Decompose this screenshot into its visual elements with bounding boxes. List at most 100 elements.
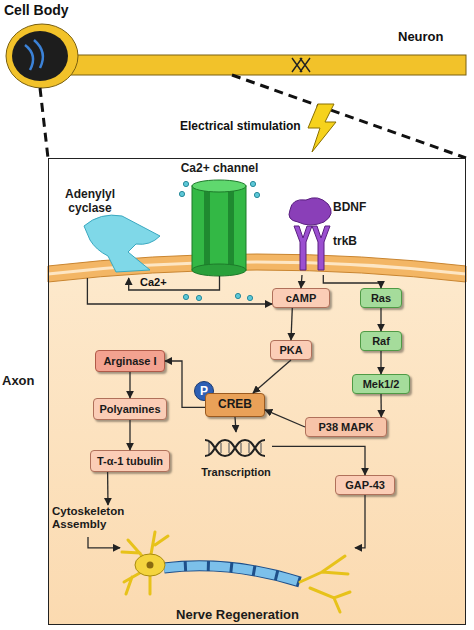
axon-inset: AxonAdenylyl cyclaseCa2+ channelBDNFtrkB… [48,158,466,625]
process-box: Raf [360,331,402,351]
calcium-ions [250,181,255,186]
bdnf-trkb-shape [289,198,331,270]
neuron-overview [34,40,43,68]
node-text: P38 MAPK [318,421,373,433]
calcium-channel-shape [192,180,246,276]
regenerating-neuron [147,562,154,569]
label-text: Cell Body [4,2,69,18]
node-text: GAP-43 [345,479,385,491]
neuron-overview [6,24,78,88]
process-box: T-α-1 tubulin [90,450,170,472]
calcium-ions [179,191,184,196]
arrow-connector [265,410,305,427]
label-text: Neuron [398,30,444,45]
calcium-ions [235,293,240,298]
arrow-connector [253,360,291,393]
node-text: Cytoskeleton Assembly [52,505,134,531]
bdnf-trkb-shape [294,226,312,270]
arrow-connector [88,537,120,548]
node-text: Axon [2,374,35,389]
arrow-connector [380,308,381,331]
arrow-connector [165,361,205,407]
calcium-ions [183,181,188,186]
process-box: Polyamines [93,398,167,420]
label-text: Ca2+ [140,276,167,289]
node-text: cAMP [286,292,317,304]
channel-node: Ca2+ channel [172,160,267,276]
calcium-ions [179,181,259,300]
node-text: Adenylyl cyclase [54,188,126,216]
calcium-channel-shape [228,190,234,270]
arrow-connector [272,446,365,475]
calcium-ions [254,192,259,197]
neuron-overview [70,55,466,75]
calcium-channel-shape [204,190,210,270]
node-text: Arginase I [103,355,156,367]
node-text: CREB [218,398,252,411]
calcium-ions [196,295,201,300]
node-text: PKA [279,344,302,356]
neuron-overview [12,31,68,81]
adenylyl-cyclase-shape [84,215,160,272]
node-text: Nerve Regeneration [120,608,355,623]
arrow-connector [235,417,236,432]
neuron-node: Nerve Regeneration [120,522,355,625]
node-text: Ca2+ channel [172,162,267,176]
regenerating-neuron [300,556,350,612]
process-box: Mek1/2 [352,374,410,394]
node-text: T-α-1 tubulin [97,455,163,467]
zoom-dashes [40,88,48,158]
arrow-connector [301,275,302,288]
neuron-overview [6,24,466,88]
arrow-connector [129,276,220,290]
regenerating-neuron [122,532,168,594]
node-text: Raf [372,335,390,347]
arrow-connector [323,275,381,288]
node-text: Mek1/2 [363,378,400,390]
axon-inset-background [48,158,466,625]
arrow-connector [87,278,272,304]
arrow-connector [107,472,109,505]
receptor-node: BDNF trkB [285,195,370,275]
process-box: Arginase I [95,350,165,372]
calcium-ions [247,295,252,300]
node-text: BDNF [333,201,366,215]
axon-inset-background [48,268,466,625]
calcium-channel-shape [192,186,246,270]
dna-node: Transcription [200,432,272,480]
arrow-connector [291,308,292,340]
label-text: Electrical stimulation [180,120,301,134]
bdnf-trkb-shape [312,226,330,270]
regenerating-neuron [122,532,350,612]
node-text: trkB [333,235,357,249]
arrow-connector [355,495,365,548]
regenerating-neuron [164,566,300,582]
dna-helix [205,440,265,456]
node-text: Transcription [194,466,278,479]
calcium-ions [183,294,188,299]
dna-helix [205,440,265,456]
dna-helix [205,440,265,456]
neuron-overview [292,58,310,72]
calcium-channel-shape [192,180,246,192]
lightning-bolt [308,104,336,152]
zoom-dashes [232,75,466,158]
zoom-dashes [40,75,466,158]
node-text: Ras [371,292,391,304]
process-box: PKA [270,340,312,360]
process-box: Ras [360,288,402,308]
bdnf-trkb-shape [289,198,331,225]
calcium-channel-shape [192,264,246,276]
regenerating-neuron [135,554,165,576]
neuron-overview [25,45,33,70]
process-box: P38 MAPK [305,417,387,437]
process-box: GAP-43 [335,475,395,495]
enzyme-node: Adenylyl cyclase [52,182,170,278]
regenerating-neuron [164,566,300,582]
arrow-connector [380,394,382,417]
axon-inset-background [48,262,466,274]
arrow-connector [129,372,130,398]
